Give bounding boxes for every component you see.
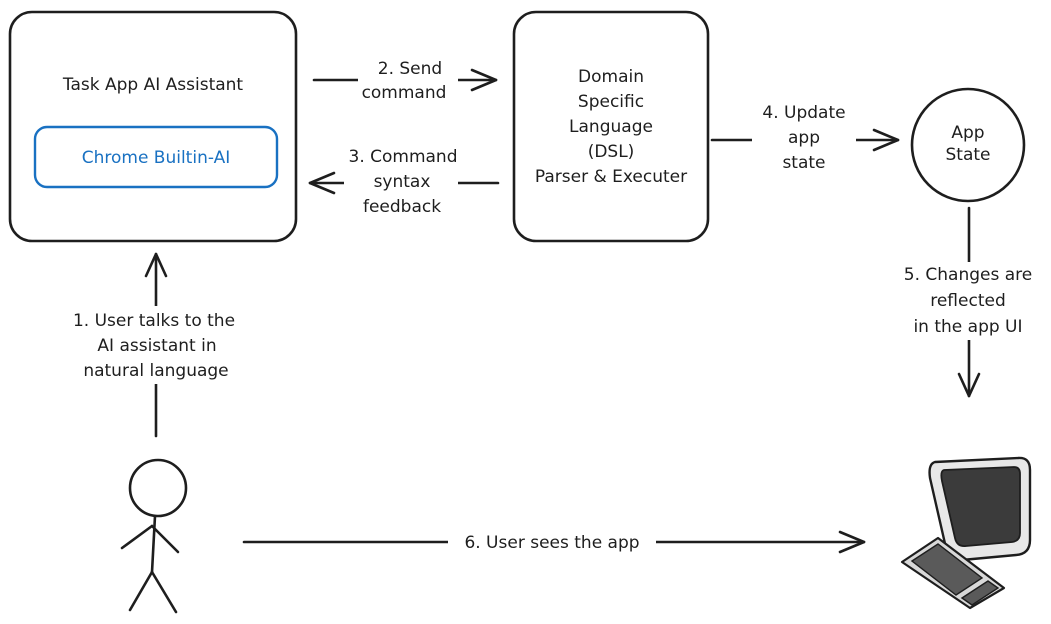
app-state-circle [910,87,1026,203]
user-sees-app-label-bg [448,530,656,554]
edge-send-command: 2. Send command [312,58,498,104]
update-state-arrowhead [872,128,900,152]
stick-figure-right-arm [150,524,180,554]
syntax-feedback-line-3: feedback [363,197,441,217]
dsl-node: Domain Specific Language (DSL) Parser & … [512,10,710,243]
user-talks-arrowhead [144,252,168,278]
send-command-line-2: command [362,83,447,103]
stick-figure-right-leg [150,570,178,614]
changes-reflected-line-2: reflected [930,291,1006,311]
changes-reflected-label-bg [894,262,1042,340]
assistant-node: Task App AI Assistant Chrome Builtin-AI [8,10,298,243]
edge-changes-reflected: 5. Changes are reflected in the app UI [894,206,1042,398]
dsl-box [512,10,710,243]
chrome-builtin-ai-box [33,125,279,189]
keyboard-keys [910,543,984,596]
user-talks-line-1: 1. User talks to the [73,311,235,331]
changes-reflected-arrowhead [957,372,981,398]
update-state-line-1: 4. Update [762,103,845,123]
user-talks-line-2: AI assistant in [97,336,216,356]
stick-figure-left-leg [128,570,154,612]
stick-figure-head [128,458,188,518]
user-sees-app-arrowhead [838,530,866,554]
syntax-feedback-label-bg [344,146,458,220]
dsl-line-3: Language [569,117,653,137]
update-state-line-3: state [782,153,825,173]
send-command-label-bg [358,58,458,104]
edge-user-sees-app: 6. User sees the app [242,530,866,554]
changes-reflected-line-1: 5. Changes are [904,265,1032,285]
monitor-screen [940,466,1021,547]
syntax-feedback-arrowhead [308,171,336,195]
app-state-line-1: App [951,123,984,143]
user-talks-label-bg [52,306,258,384]
user-talks-line-3: natural language [83,361,228,381]
computer-icon [900,456,1032,610]
app-state-node: App State [910,87,1026,203]
changes-reflected-line-3: in the app UI [913,317,1022,337]
dsl-line-4: (DSL) [588,142,635,162]
stick-figure-body [150,514,157,574]
edge-syntax-feedback: 3. Command syntax feedback [308,146,500,220]
syntax-feedback-line-2: syntax [374,172,431,192]
stick-figure-icon [120,458,188,614]
assistant-title: Task App AI Assistant [62,75,244,95]
app-state-line-2: State [946,145,991,165]
assistant-box [8,10,298,243]
edge-user-talks: 1. User talks to the AI assistant in nat… [52,252,258,438]
keyboard-numpad [960,580,1000,606]
stick-figure-left-arm [120,524,154,550]
edge-update-state: 4. Update app state [710,94,900,173]
dsl-line-5: Parser & Executer [535,167,687,187]
send-command-arrowhead [470,68,498,92]
user-sees-app-label: 6. User sees the app [464,533,639,553]
syntax-feedback-line-1: 3. Command [349,147,458,167]
send-command-line-1: 2. Send [378,59,442,79]
dsl-line-2: Specific [578,92,644,112]
update-state-label-bg [752,94,856,172]
update-state-line-2: app [788,128,820,148]
chrome-builtin-ai-label: Chrome Builtin-AI [82,148,231,168]
dsl-line-1: Domain [578,67,644,87]
